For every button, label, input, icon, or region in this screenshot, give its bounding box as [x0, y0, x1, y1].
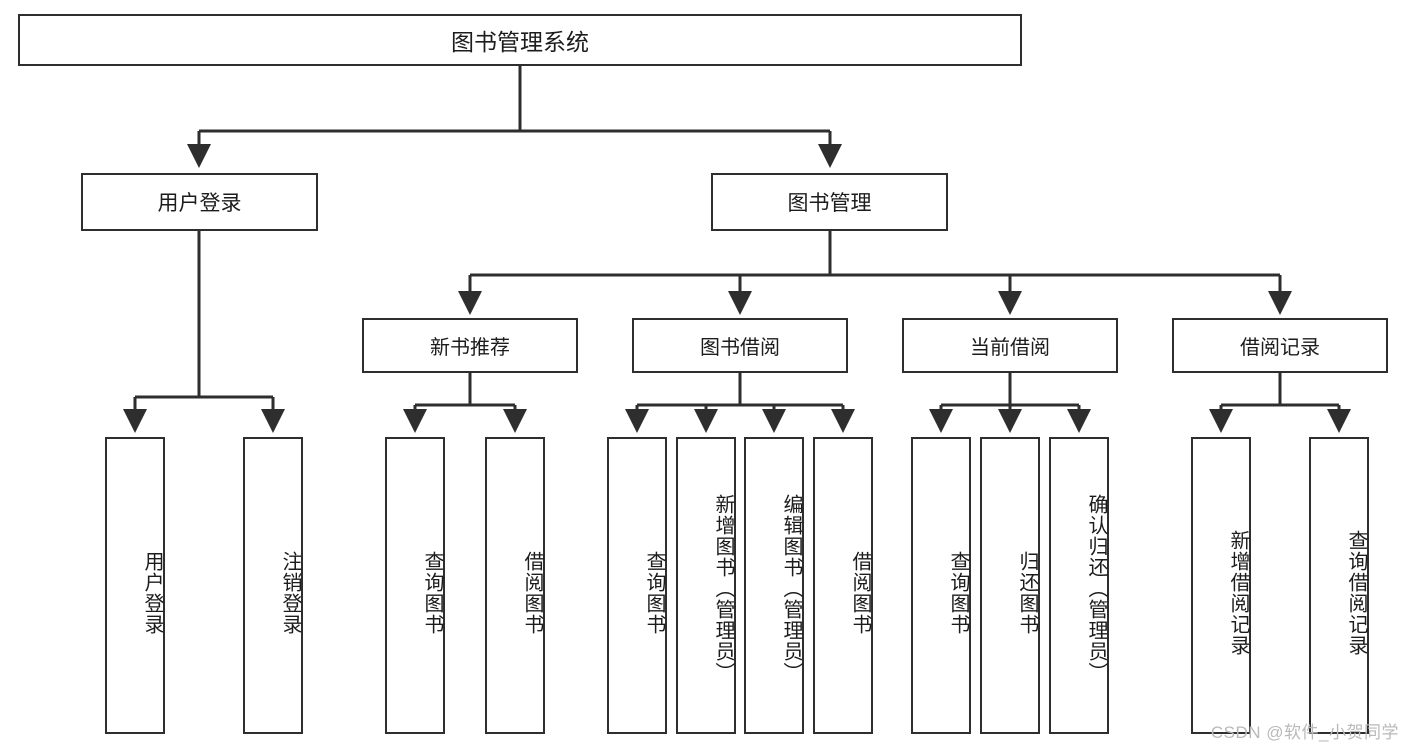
node-label: 注销登录: [279, 550, 301, 635]
leaf-query-book-recommend[interactable]: 查询图书: [385, 437, 445, 734]
node-label: 查询图书: [643, 550, 665, 635]
node-user-login[interactable]: 用户登录: [81, 173, 318, 231]
watermark: CSDN @软件_小贺同学: [1210, 723, 1399, 742]
leaf-query-book-current[interactable]: 查询图书: [911, 437, 971, 734]
leaf-user-login[interactable]: 用户登录: [105, 437, 165, 734]
node-label: 图书管理系统: [451, 29, 589, 55]
leaf-borrow-book-recommend[interactable]: 借阅图书: [485, 437, 545, 734]
node-label: 新书推荐: [430, 337, 510, 359]
node-borrow-record[interactable]: 借阅记录: [1172, 318, 1388, 373]
node-book-management[interactable]: 图书管理: [711, 173, 948, 231]
leaf-add-borrow-record[interactable]: 新增借阅记录: [1191, 437, 1251, 734]
leaf-query-borrow-record[interactable]: 查询借阅记录: [1309, 437, 1369, 734]
node-label: 图书借阅: [700, 337, 780, 359]
node-label: 用户登录: [157, 192, 242, 215]
leaf-return-book[interactable]: 归还图书: [980, 437, 1040, 734]
leaf-logout[interactable]: 注销登录: [243, 437, 303, 734]
leaf-edit-book-admin[interactable]: 编辑图书（管理员）: [744, 437, 804, 734]
node-label: 新增借阅记录: [1227, 529, 1249, 656]
node-label: 归还图书: [1016, 550, 1038, 635]
leaf-add-book-admin[interactable]: 新增图书（管理员）: [676, 437, 736, 734]
node-label: 借阅记录: [1240, 337, 1320, 359]
leaf-borrow-book[interactable]: 借阅图书: [813, 437, 873, 734]
node-label: 查询图书: [421, 550, 443, 635]
node-label: 确认归还（管理员）: [1085, 494, 1107, 683]
node-label: 图书管理: [787, 192, 872, 215]
node-label: 用户登录: [141, 550, 163, 635]
node-label: 借阅图书: [849, 550, 871, 635]
node-label: 查询图书: [947, 550, 969, 635]
node-root-system[interactable]: 图书管理系统: [18, 14, 1022, 66]
node-label: 当前借阅: [970, 337, 1050, 359]
leaf-query-book-borrow[interactable]: 查询图书: [607, 437, 667, 734]
node-label: 新增图书（管理员）: [712, 494, 734, 683]
leaf-confirm-return-admin[interactable]: 确认归还（管理员）: [1049, 437, 1109, 734]
node-label: 查询借阅记录: [1345, 529, 1367, 656]
node-label: 借阅图书: [521, 550, 543, 635]
node-book-borrow[interactable]: 图书借阅: [632, 318, 848, 373]
node-current-borrow[interactable]: 当前借阅: [902, 318, 1118, 373]
node-new-book-recommend[interactable]: 新书推荐: [362, 318, 578, 373]
node-label: 编辑图书（管理员）: [780, 494, 802, 683]
